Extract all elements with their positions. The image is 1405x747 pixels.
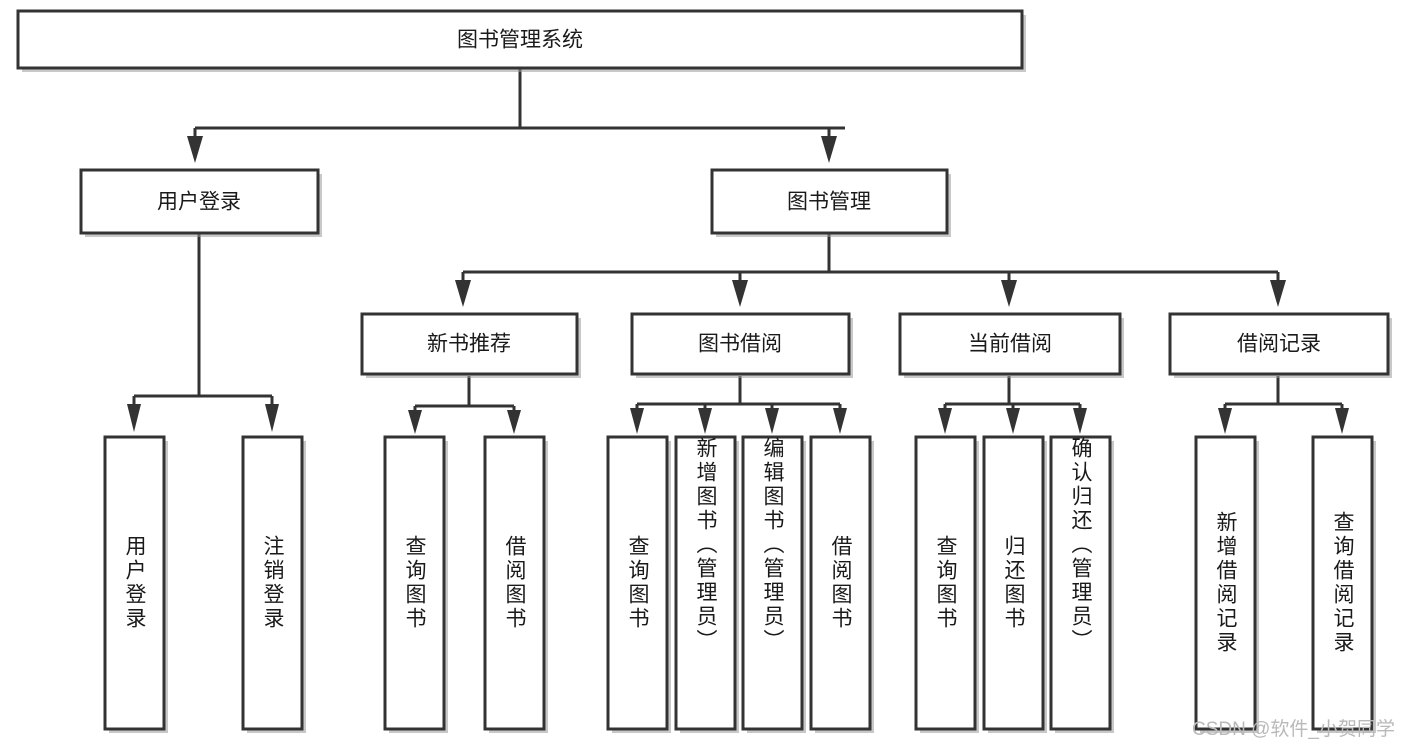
node-new-book-recommend-box [360,312,579,376]
csdn-watermark: CSDN @软件_小贺同学 [1192,719,1395,740]
arrow-head-new-book-recommend [455,280,471,307]
node-book-borrow-box [630,312,851,376]
node-user-login-box [79,168,320,235]
node-root-box [16,9,1024,70]
node-leaf-confirm-return[interactable] [1049,435,1114,733]
node-book-management-label: 图书管理 [787,191,871,214]
node-user-login-label: 用户登录 [157,191,241,214]
arrow-head-current-borrow [1001,280,1017,307]
connector-group-new-book-recommend [408,376,521,434]
node-leaf-query-book-1-box [383,435,446,731]
arrow-head-leaf-query-book-2 [630,408,644,434]
node-book-borrow[interactable]: 图书借阅 [630,312,853,378]
node-current-borrow-label: 当前借阅 [968,333,1052,356]
connector-group-borrow-record [1218,376,1349,434]
arrow-head-leaf-user-login [127,404,141,432]
node-leaf-borrow-book-1-box [483,435,546,731]
node-leaf-borrow-book-2-box [809,435,872,731]
arrow-head-leaf-logout-login [265,404,279,432]
connector-group-current-borrow [938,376,1087,434]
node-new-book-recommend-label: 新书推荐 [427,333,511,356]
node-leaf-query-book-2-box [606,435,669,731]
arrow-head-book-management [821,136,837,163]
node-leaf-user-login-box [103,435,166,731]
node-leaf-return-book[interactable] [982,435,1047,733]
node-leaf-query-book-2[interactable] [606,435,671,733]
node-leaf-add-record-box [1194,435,1257,731]
arrow-head-leaf-edit-book [765,408,779,434]
connector-group-book-management [455,233,1286,307]
node-leaf-add-record[interactable] [1194,435,1259,733]
arrow-head-user-login [187,136,203,163]
node-borrow-record[interactable]: 借阅记录 [1168,312,1392,378]
node-leaf-borrow-book-1[interactable] [483,435,548,733]
node-borrow-record-box [1168,312,1390,376]
arrow-head-leaf-query-record [1335,408,1349,434]
arrow-head-leaf-return-book [1006,408,1020,434]
node-borrow-record-label: 借阅记录 [1237,333,1321,356]
arrow-head-borrow-record [1270,280,1286,307]
node-current-borrow[interactable]: 当前借阅 [898,312,1124,378]
node-book-management-box [710,168,949,235]
node-leaf-query-book-3[interactable] [914,435,979,733]
node-leaf-user-login[interactable] [103,435,168,733]
node-root-label: 图书管理系统 [457,29,583,52]
connector-group-user-login [127,233,279,432]
node-leaf-logout-login-box [241,435,304,731]
node-current-borrow-box [898,312,1122,376]
arrow-head-leaf-add-record [1218,408,1232,434]
node-user-login[interactable]: 用户登录 [79,168,322,237]
node-leaf-borrow-book-2[interactable] [809,435,874,733]
node-leaf-query-book-1[interactable] [383,435,448,733]
arrow-head-leaf-add-book [698,408,712,434]
node-leaf-query-book-3-box [914,435,977,731]
node-leaf-add-book-box [674,435,737,731]
node-leaf-confirm-return-box [1049,435,1112,731]
arrow-head-leaf-borrow-book-2 [833,408,847,434]
arrow-head-leaf-borrow-book-1 [507,410,521,434]
node-leaf-query-record[interactable] [1311,435,1376,733]
node-leaf-add-book[interactable] [674,435,739,733]
node-leaf-edit-book-box [741,435,804,731]
node-leaf-edit-book[interactable] [741,435,806,733]
node-book-management[interactable]: 图书管理 [710,168,951,237]
arrow-head-leaf-query-book-3 [938,408,952,434]
node-root[interactable]: 图书管理系统 [16,9,1026,72]
node-book-borrow-label: 图书借阅 [698,333,782,356]
connector-group-book-borrow [630,376,847,434]
arrow-head-book-borrow [732,280,748,307]
connector-group-root [187,68,845,163]
node-leaf-query-record-box [1311,435,1374,731]
arrow-head-leaf-query-book-1 [408,410,422,434]
arrow-head-leaf-confirm-return [1073,408,1087,434]
node-leaf-return-book-box [982,435,1045,731]
node-new-book-recommend[interactable]: 新书推荐 [360,312,581,378]
node-leaf-logout-login[interactable] [241,435,306,733]
